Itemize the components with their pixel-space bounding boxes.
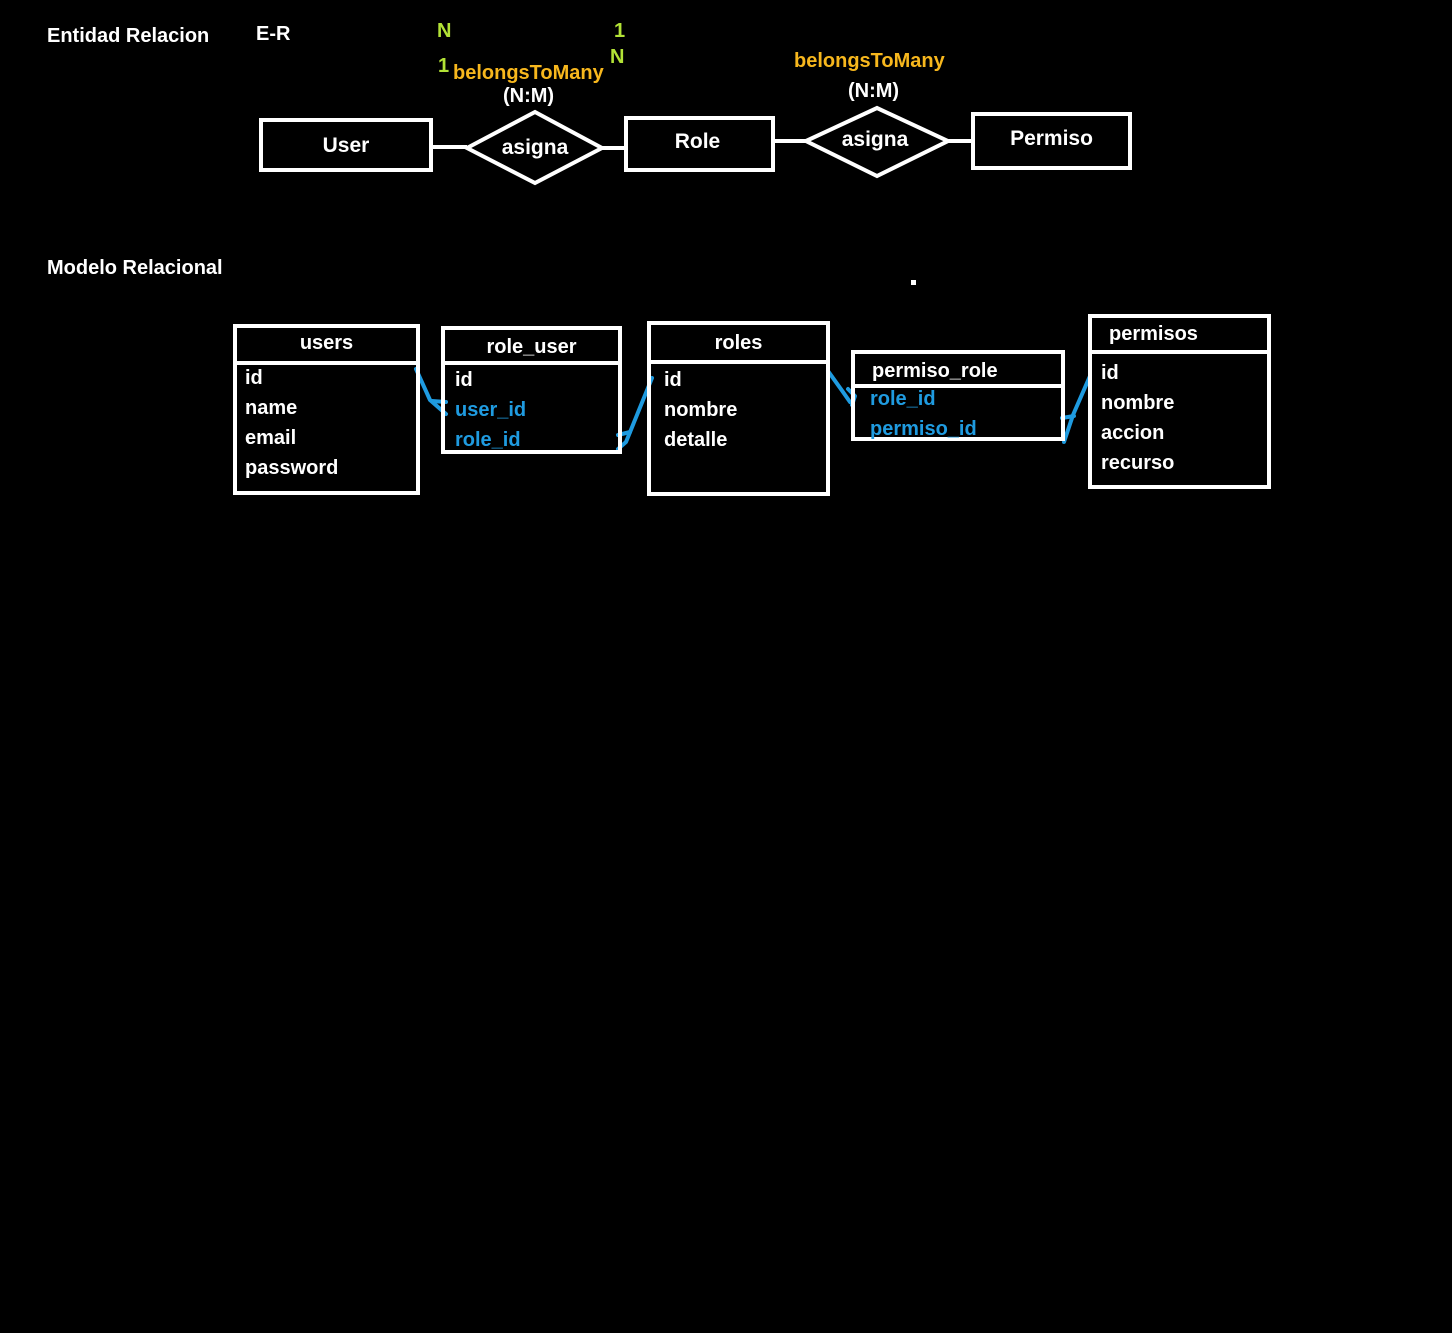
er-diagram-shapes <box>259 105 1132 451</box>
fk-connector-users-role-user <box>414 367 448 416</box>
relational-section-title: Modelo Relacional <box>47 257 223 279</box>
entity-label-role: Role <box>674 130 721 153</box>
table-permisos: permisos id nombre accion recurso <box>1088 314 1271 489</box>
cardinality-mark-left-bottom: 1 <box>438 55 450 77</box>
table-column: id <box>245 367 263 389</box>
relationship-type-label: belongsToMany <box>453 62 604 84</box>
relationship-cardinality-label: (N:M) <box>848 80 900 102</box>
table-role-user: role_user id user_id role_id <box>441 326 622 454</box>
table-column: email <box>245 427 297 449</box>
table-column: recurso <box>1101 452 1175 474</box>
relationship-cardinality-label: (N:M) <box>503 85 555 107</box>
relationship-label-asigna: asigna <box>501 136 569 159</box>
table-column: accion <box>1101 422 1165 444</box>
table-roles: roles id nombre detalle <box>647 321 830 496</box>
er-section-subtitle: E-R <box>256 23 291 45</box>
table-column: name <box>245 397 298 419</box>
table-header: role_user <box>445 330 618 365</box>
table-column-foreign-key: role_id <box>455 429 521 451</box>
table-column: nombre <box>664 399 738 421</box>
fk-connector-roles-permiso-role <box>826 369 852 404</box>
relationship-type-label: belongsToMany <box>794 50 945 72</box>
er-section-title: Entidad Relacion <box>47 25 210 47</box>
table-column: nombre <box>1101 392 1175 414</box>
entity-box-role <box>624 116 775 172</box>
table-column: id <box>664 369 682 391</box>
table-column-foreign-key: role_id <box>870 388 936 410</box>
table-permiso-role: permiso_role role_id permiso_id <box>851 350 1065 441</box>
table-column-foreign-key: permiso_id <box>870 418 977 440</box>
table-header: users <box>237 328 416 365</box>
entity-label-permiso: Permiso <box>1010 127 1093 150</box>
table-column: detalle <box>664 429 728 451</box>
entity-label-user: User <box>322 134 370 157</box>
cardinality-mark-right-top: 1 <box>614 20 626 42</box>
cardinality-mark-right-bottom: N <box>610 46 625 68</box>
table-column: id <box>455 369 473 391</box>
table-header: permiso_role <box>855 354 1061 388</box>
cardinality-mark-left-top: N <box>437 20 452 42</box>
table-users: users id name email password <box>233 324 420 495</box>
relationship-label-asigna: asigna <box>841 128 909 151</box>
table-column: id <box>1101 362 1119 384</box>
fk-connector-permiso-role-permisos <box>1062 374 1092 444</box>
table-column: password <box>245 457 339 479</box>
stray-dot <box>911 280 916 285</box>
table-column-foreign-key: user_id <box>455 399 527 421</box>
table-header: permisos <box>1092 318 1267 354</box>
table-header: roles <box>651 325 826 364</box>
